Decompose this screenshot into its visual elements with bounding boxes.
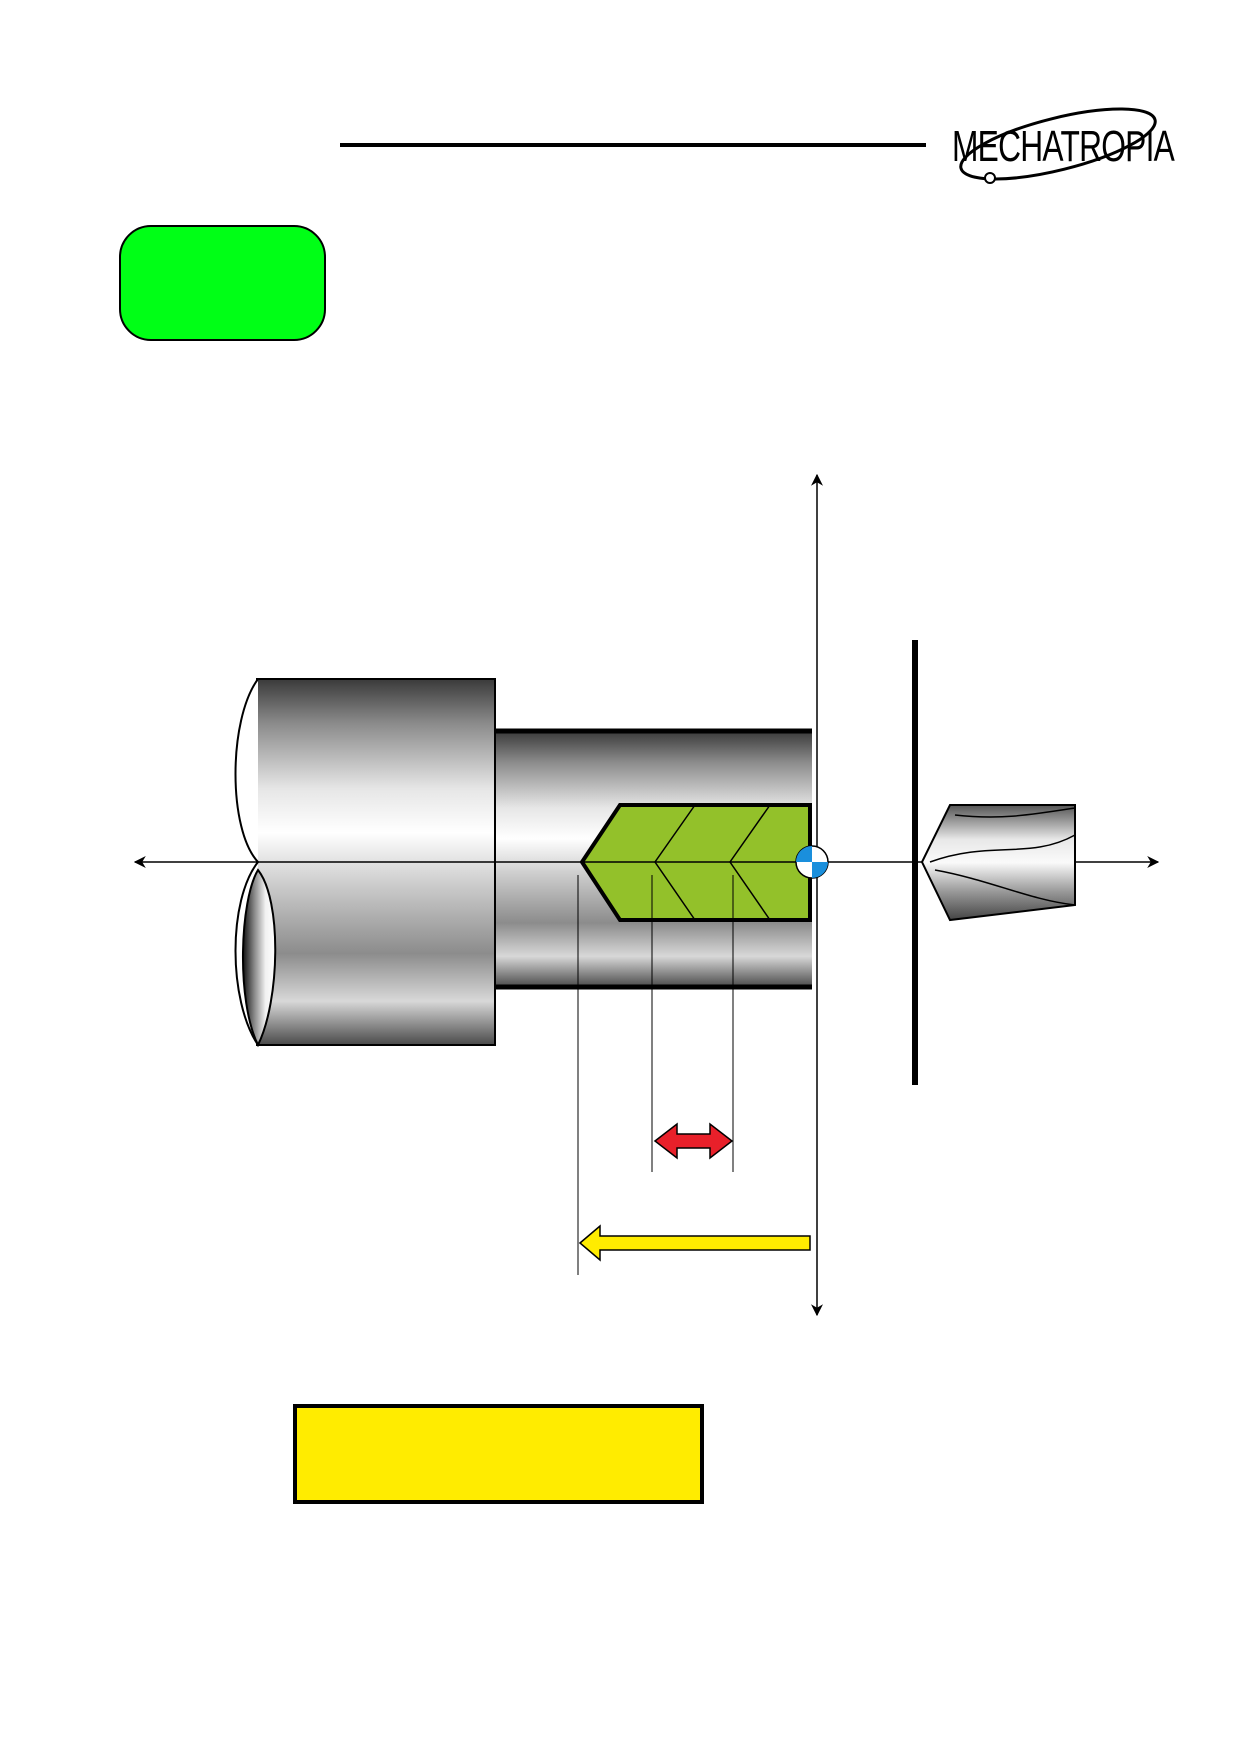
caption-box	[293, 1404, 704, 1504]
program-origin-icon	[795, 845, 829, 879]
mechatropia-logo: MECHATROPIA	[938, 96, 1175, 192]
header-rule	[340, 143, 926, 147]
depth-arrow	[578, 1224, 811, 1262]
logo-swoosh	[959, 107, 1157, 184]
pitch-arrow	[653, 1122, 734, 1160]
logo-wordmark: MECHATROPIA	[952, 122, 1175, 171]
tapping-tool	[920, 804, 1076, 922]
section-badge	[119, 225, 326, 341]
